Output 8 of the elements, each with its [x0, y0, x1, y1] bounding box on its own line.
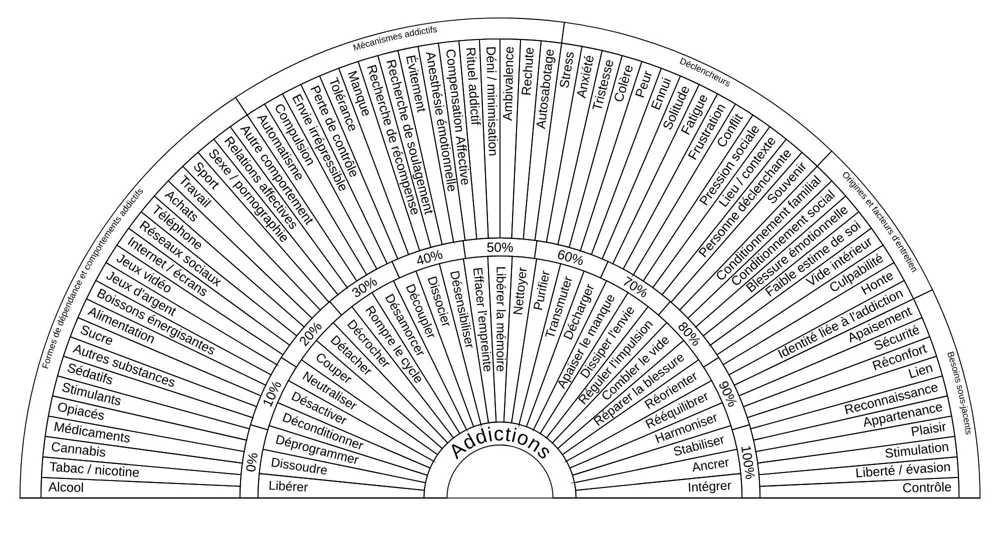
ring-sector: Contrôle [759, 476, 960, 498]
scale-segment: 50% [462, 238, 538, 259]
scale-segment: 100% [732, 424, 760, 498]
ring-sector: Libérer [258, 473, 425, 498]
ring-sector: Intégrer [575, 473, 742, 498]
ring-sector: Ambivalence [500, 38, 522, 239]
ring-sector: Alcool [40, 476, 241, 498]
scale-segment: 0% [240, 424, 268, 498]
